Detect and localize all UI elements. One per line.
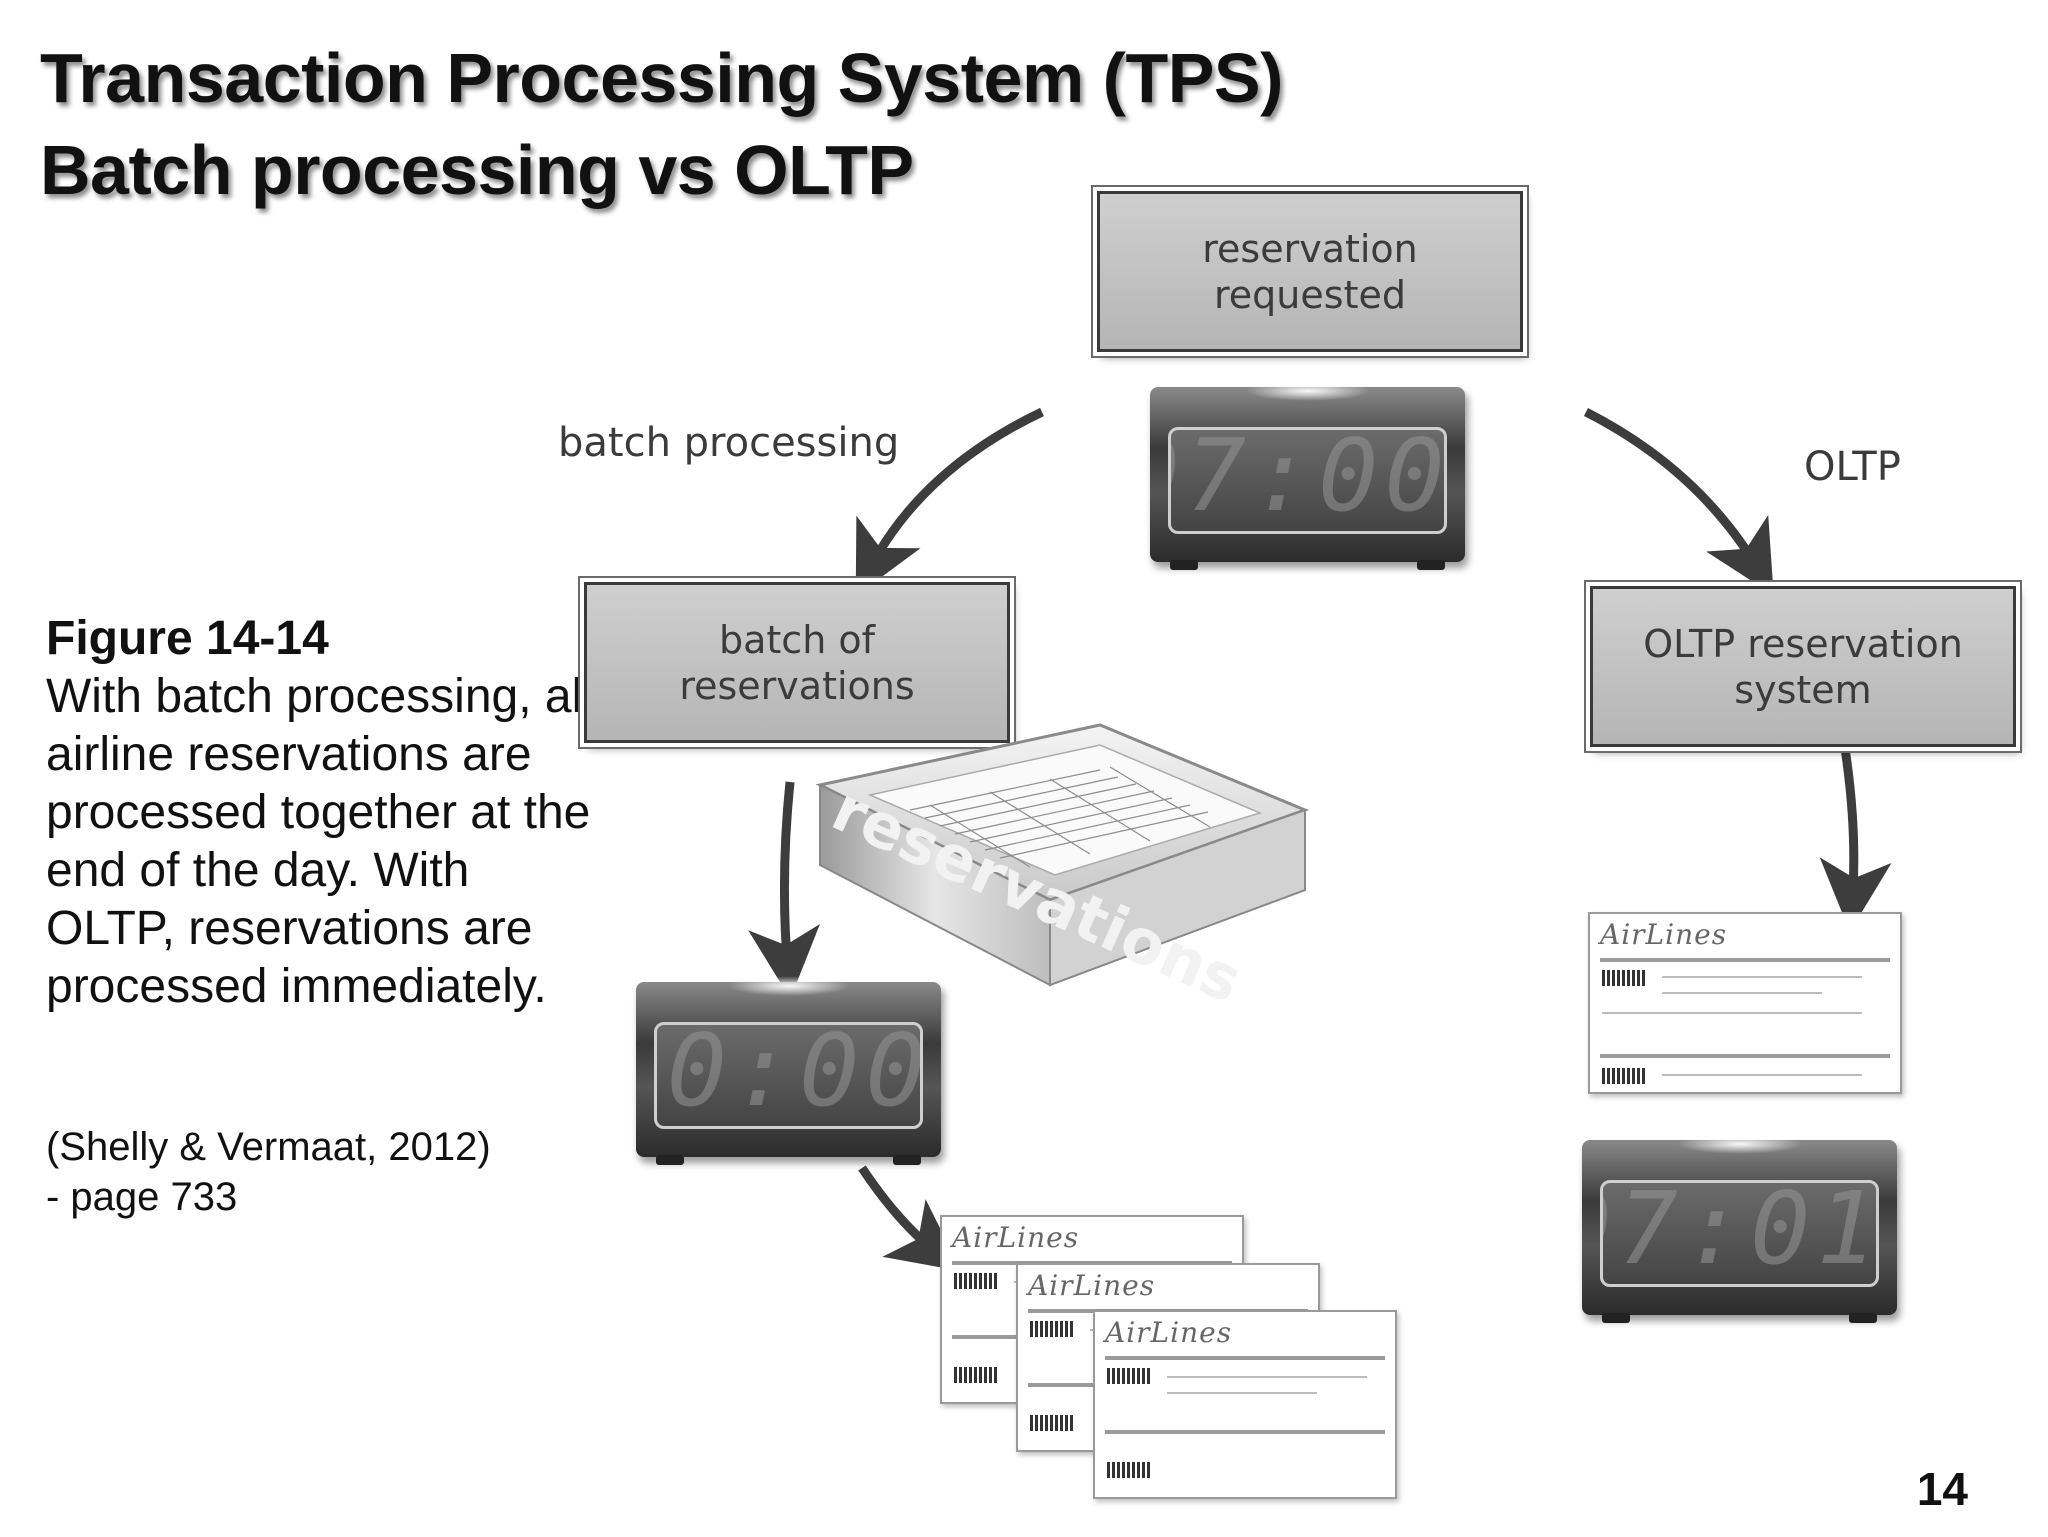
slide-subtitle: Batch processing vs OLTP	[40, 131, 914, 209]
ticket-brand: AirLines	[1105, 1316, 1233, 1349]
clock-display: 07:01 AM	[1600, 1180, 1879, 1287]
arrow-batch-to-clock	[748, 781, 820, 999]
clock-display: 10:00 PM	[654, 1022, 923, 1129]
clock-time: 07:00	[1171, 427, 1447, 534]
figure-caption: Figure 14-14 With batch processing, all …	[46, 610, 606, 1016]
figure-number: Figure 14-14	[46, 612, 329, 665]
node-reservation-requested-label: reservation requested	[1202, 226, 1418, 317]
node-reservation-requested: reservation requested	[1097, 191, 1523, 352]
citation-page: - page 733	[46, 1175, 238, 1219]
ticket-batch-3: AirLines	[1093, 1310, 1397, 1499]
ticket-brand: AirLines	[952, 1221, 1080, 1254]
clock-display: 07:00 AM	[1168, 427, 1447, 534]
clock-time: 07:01	[1603, 1180, 1879, 1287]
page-number: 14	[1916, 1463, 1968, 1515]
node-batch-of-reservations: batch of reservations	[584, 582, 1010, 743]
node-oltp-reservation-system-label: OLTP reservation system	[1643, 621, 1963, 712]
ticket-brand: AirLines	[1600, 918, 1728, 951]
edge-label-oltp: OLTP	[1804, 444, 1901, 490]
clock-oltp-time: 07:01 AM	[1582, 1134, 1897, 1323]
citation-source: (Shelly & Vermaat, 2012)	[46, 1125, 491, 1169]
citation: (Shelly & Vermaat, 2012) - page 733	[46, 1122, 491, 1222]
arrow-oltp-to-ticket	[1819, 741, 1892, 932]
ticket-oltp: AirLines	[1588, 912, 1902, 1094]
edge-label-batch-processing: batch processing	[558, 420, 900, 466]
arrow-clock-to-tickets	[858, 1165, 962, 1272]
node-oltp-reservation-system: OLTP reservation system	[1590, 586, 2016, 747]
ticket-brand: AirLines	[1028, 1269, 1156, 1302]
reservations-tray-icon: reservations	[815, 723, 1310, 1005]
clock-request-time: 07:00 AM	[1150, 381, 1465, 570]
clock-time: 10:00	[657, 1022, 923, 1129]
clock-batch-time: 10:00 PM	[636, 976, 941, 1165]
figure-description: With batch processing, all airline reser…	[46, 670, 593, 1013]
slide-title: Transaction Processing System (TPS)	[40, 39, 1283, 117]
node-batch-of-reservations-label: batch of reservations	[679, 617, 915, 708]
arrow-request-to-oltp	[1583, 407, 1774, 596]
